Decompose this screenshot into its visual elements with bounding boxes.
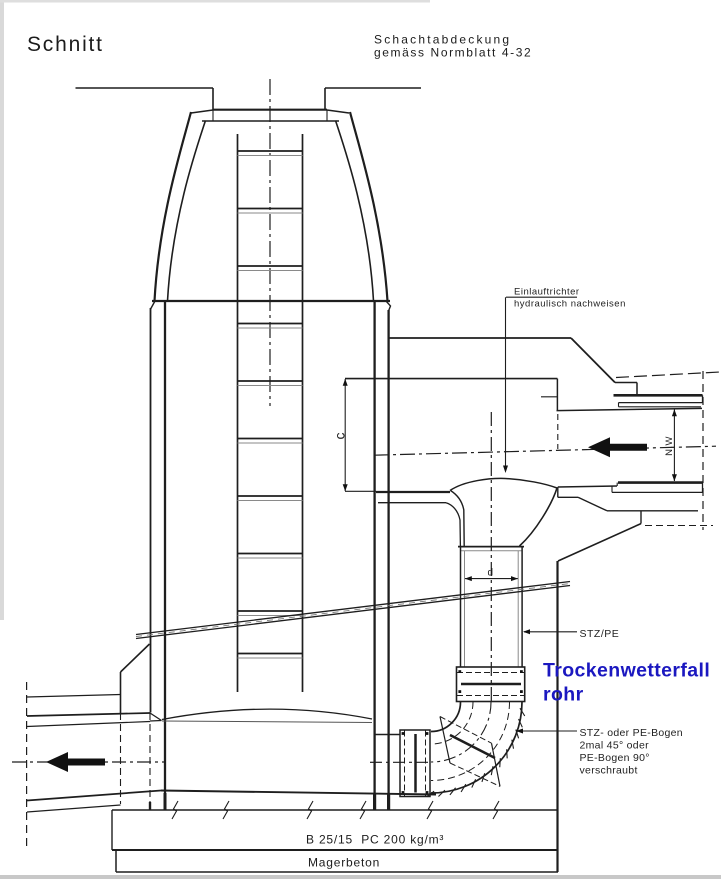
svg-text:Magerbeton: Magerbeton <box>308 856 380 870</box>
svg-text:STZ- oder PE-Bogen: STZ- oder PE-Bogen <box>580 727 683 739</box>
svg-text:Schachtabdeckung: Schachtabdeckung <box>374 33 511 47</box>
svg-text:Einlauftrichter: Einlauftrichter <box>514 287 580 298</box>
svg-text:Schnitt: Schnitt <box>27 33 104 56</box>
svg-text:rohr: rohr <box>543 684 584 706</box>
svg-text:verschraubt: verschraubt <box>580 765 638 777</box>
svg-text:N.W: N.W <box>664 436 675 456</box>
svg-text:STZ/PE: STZ/PE <box>580 628 620 640</box>
svg-text:B 25/15 PC 200 kg/m³: B 25/15 PC 200 kg/m³ <box>306 833 444 847</box>
svg-text:Trockenwetterfall: Trockenwetterfall <box>543 660 710 682</box>
svg-text:gemäss Normblatt 4-32: gemäss Normblatt 4-32 <box>374 46 532 60</box>
svg-text:c: c <box>332 433 348 440</box>
svg-text:2mal 45° oder: 2mal 45° oder <box>580 740 650 752</box>
svg-text:hydraulisch nachweisen: hydraulisch nachweisen <box>514 299 626 310</box>
svg-text:d: d <box>488 568 494 579</box>
svg-text:PE-Bogen 90°: PE-Bogen 90° <box>580 752 650 764</box>
